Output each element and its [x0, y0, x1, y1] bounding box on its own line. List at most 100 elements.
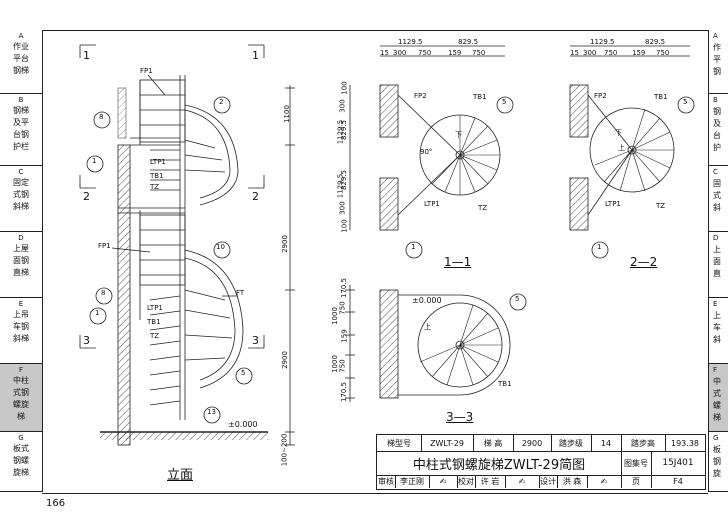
dim-159: 159	[448, 49, 462, 57]
chapter-label-line: 斜梯	[13, 334, 29, 343]
review-label: 审核	[378, 475, 396, 488]
dim-829-5: 829.5	[458, 38, 479, 46]
section-1-1-view	[349, 45, 505, 231]
dim-1100: 1100	[282, 105, 291, 123]
dim-159: 159	[632, 49, 646, 57]
page-label: 页	[621, 475, 652, 488]
section-mark-2-right: 2	[252, 190, 259, 203]
chapter-code: F	[18, 366, 24, 374]
chapter-label-line: 式钢	[13, 190, 29, 199]
dim-left: 170.5	[340, 277, 349, 299]
chapter-label-line: 斜	[713, 203, 721, 212]
chapter-label-line: 钢梯	[13, 66, 29, 75]
label-ltp1-lower: LTP1	[147, 304, 163, 312]
callout-num: 5	[515, 295, 520, 303]
chapter-label-line: 台	[713, 131, 721, 140]
section-mark-1-right: 1	[252, 49, 259, 62]
callout-num: 8	[101, 289, 106, 297]
dim-left: 100	[340, 219, 349, 233]
label-fp2: FP2	[594, 92, 607, 100]
chapter-code: C	[18, 168, 24, 176]
dim-300: 300	[393, 49, 407, 57]
detail-callout	[509, 293, 527, 311]
label-down: 下	[455, 131, 462, 139]
callout-num: 5	[241, 369, 246, 377]
chapter-code: E	[713, 300, 718, 308]
section-3-3-view	[345, 285, 511, 402]
chapter-label-line: 作	[713, 43, 721, 52]
label-tz: TZ	[656, 202, 666, 210]
dim-750: 750	[604, 49, 618, 57]
chapter-label-line: 上屋	[13, 244, 29, 253]
chapter-label-line: 作业	[13, 42, 29, 51]
detail-callout	[591, 241, 609, 259]
chapter-label-line: 车	[713, 323, 721, 332]
chapter-label-line: 固定	[13, 178, 29, 187]
label-level: ±0.000	[228, 420, 258, 429]
label-ltp1: LTP1	[150, 158, 166, 166]
callout-num: 1	[597, 243, 602, 251]
chapter-label-line: 车钢	[13, 322, 29, 331]
detail-callout	[677, 96, 695, 114]
chapter-label-line: 梯	[17, 412, 25, 421]
drawing-title: 中柱式钢螺旋梯ZWLT-29简图	[377, 451, 622, 475]
dim-750-b: 750	[472, 49, 486, 57]
label-up: 上	[424, 323, 431, 331]
chapter-label-line: 板	[713, 445, 721, 454]
page-number: 166	[46, 498, 66, 509]
label-fp1: FP1	[140, 67, 153, 75]
designer: 洪 森	[557, 475, 588, 488]
design-label: 设计	[540, 475, 558, 488]
label-fp1-lower: FP1	[98, 242, 111, 250]
label-tz-lower: TZ	[150, 332, 160, 340]
dim-left: 829.5	[340, 169, 349, 191]
callout-num: 8	[99, 113, 104, 121]
chapter-label-line: 直	[713, 269, 721, 278]
chapter-label-line: 固	[713, 179, 721, 188]
dim-750: 750	[418, 49, 432, 57]
dim-829-5: 829.5	[645, 38, 666, 46]
chapter-label-line: 上吊	[13, 310, 29, 319]
chapter-label-line: 上	[713, 245, 721, 254]
chapter-label-line: 台钢	[13, 130, 29, 139]
detail-callout	[235, 367, 253, 385]
label-tb1-lower: TB1	[147, 318, 161, 326]
dim-left: 750	[338, 301, 347, 315]
section-mark-2: 2	[83, 190, 90, 203]
chapter-label-line: 及平	[13, 118, 29, 127]
steps-label: 踏步级	[551, 435, 592, 451]
label-ltp1: LTP1	[605, 200, 621, 208]
chapter-code: B	[18, 96, 24, 104]
section-mark-1: 1	[83, 49, 90, 62]
chapter-label-line: 式	[713, 389, 721, 398]
reviewer-signature: ✍	[429, 475, 458, 488]
chapter-label-line: 螺旋	[13, 400, 29, 409]
chapter-code: C	[713, 168, 718, 176]
dim-left: 300	[338, 99, 347, 113]
rise-value: 193.38	[671, 438, 699, 448]
dim-left: 300	[338, 201, 347, 215]
height-label: 梯 高	[473, 435, 514, 451]
steps-value: 14	[591, 435, 622, 451]
chapter-label-line: 平台	[13, 54, 29, 63]
checker: 许 岩	[475, 475, 506, 488]
chapter-code: D	[18, 234, 24, 242]
drawing-frame	[42, 30, 708, 494]
chapter-label-line: 板式	[13, 444, 29, 453]
elevation-view	[79, 44, 295, 446]
